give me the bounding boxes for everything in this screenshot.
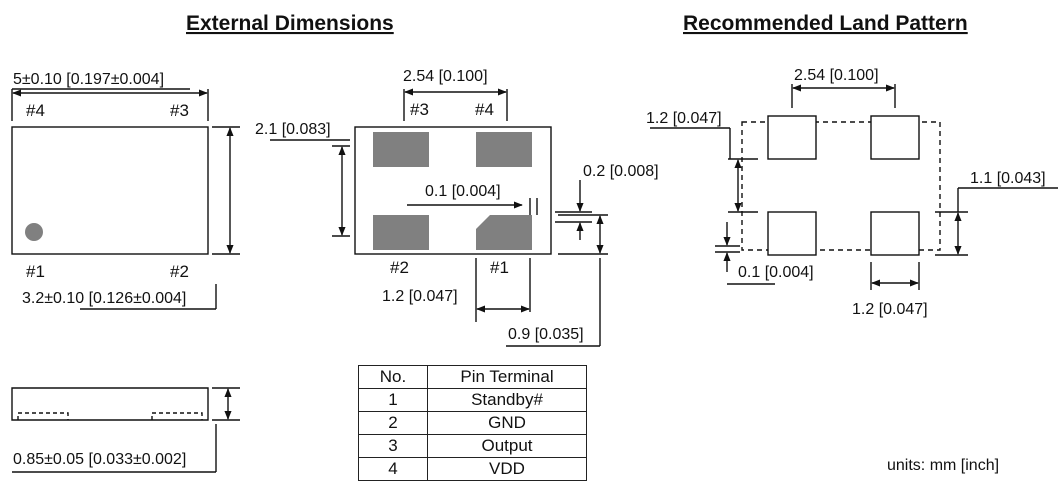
land-pad-len-dim-label: 1.1 [0.043] xyxy=(970,170,1046,187)
bottom-pad-4 xyxy=(476,132,532,167)
bottom-pad-1 xyxy=(476,215,532,250)
table-header-row: No. Pin Terminal xyxy=(358,365,587,389)
table-row: 1 Standby# xyxy=(358,388,587,412)
land-pad-1 xyxy=(870,211,920,256)
bottom-pin4-label: #4 xyxy=(475,100,494,119)
bottom-view xyxy=(270,88,608,347)
land-pad-3 xyxy=(767,115,817,160)
land-pitch-dim-label: 2.54 [0.100] xyxy=(794,67,879,84)
land-pattern xyxy=(650,84,1058,290)
bottom-pin1-label: #1 xyxy=(490,258,509,277)
pin-terminal-table: No. Pin Terminal 1 Standby# 2 GND 3 Outp… xyxy=(358,365,587,481)
table-row: 4 VDD xyxy=(358,457,587,481)
table-row: 2 GND xyxy=(358,411,587,435)
bottom-gap-dim-label: 0.1 [0.004] xyxy=(425,183,501,200)
land-pad-width-dim-label: 1.2 [0.047] xyxy=(852,301,928,318)
bottom-pad-width-dim-label: 1.2 [0.047] xyxy=(382,288,458,305)
heading-external-dimensions: External Dimensions xyxy=(186,12,394,35)
top-pin1-label: #1 xyxy=(26,262,45,281)
heading-land-pattern: Recommended Land Pattern xyxy=(683,12,968,35)
bottom-pin3-label: #3 xyxy=(410,100,429,119)
top-width-dim-label: 5±0.10 [0.197±0.004] xyxy=(13,71,164,88)
land-pad-4 xyxy=(870,115,920,160)
pin1-marker-dot xyxy=(25,223,43,241)
table-cell-no: 3 xyxy=(358,434,428,458)
bottom-pin2-label: #2 xyxy=(390,258,409,277)
table-header-no: No. xyxy=(358,365,428,389)
table-cell-terminal: Standby# xyxy=(427,388,587,412)
bottom-chamfer-dim-label: 0.2 [0.008] xyxy=(583,163,659,180)
side-view xyxy=(11,387,240,473)
table-cell-no: 4 xyxy=(358,457,428,481)
table-cell-no: 2 xyxy=(358,411,428,435)
table-cell-terminal: Output xyxy=(427,434,587,458)
bottom-pad-span-dim-label: 2.1 [0.083] xyxy=(255,121,331,138)
units-note: units: mm [inch] xyxy=(887,457,1000,474)
table-cell-no: 1 xyxy=(358,388,428,412)
table-cell-terminal: VDD xyxy=(427,457,587,481)
top-pin3-label: #3 xyxy=(170,101,189,120)
bottom-pad-2 xyxy=(373,215,429,250)
land-pad-2 xyxy=(767,211,817,256)
land-pad-height-dim-label: 1.2 [0.047] xyxy=(646,110,722,127)
bottom-pitch-dim-label: 2.54 [0.100] xyxy=(403,68,488,85)
land-gap-dim-label: 0.1 [0.004] xyxy=(738,264,814,281)
side-thickness-dim-label: 0.85±0.05 [0.033±0.002] xyxy=(13,451,186,468)
top-pin4-label: #4 xyxy=(26,101,45,120)
bottom-edge-dim-label: 0.9 [0.035] xyxy=(508,326,584,343)
top-pin2-label: #2 xyxy=(170,262,189,281)
top-view xyxy=(11,88,240,310)
bottom-pad-3 xyxy=(373,132,429,167)
table-cell-terminal: GND xyxy=(427,411,587,435)
bottom-pads xyxy=(373,132,532,250)
top-height-dim-label: 3.2±0.10 [0.126±0.004] xyxy=(22,290,186,307)
table-header-pin-terminal: Pin Terminal xyxy=(427,365,587,389)
table-row: 3 Output xyxy=(358,434,587,458)
